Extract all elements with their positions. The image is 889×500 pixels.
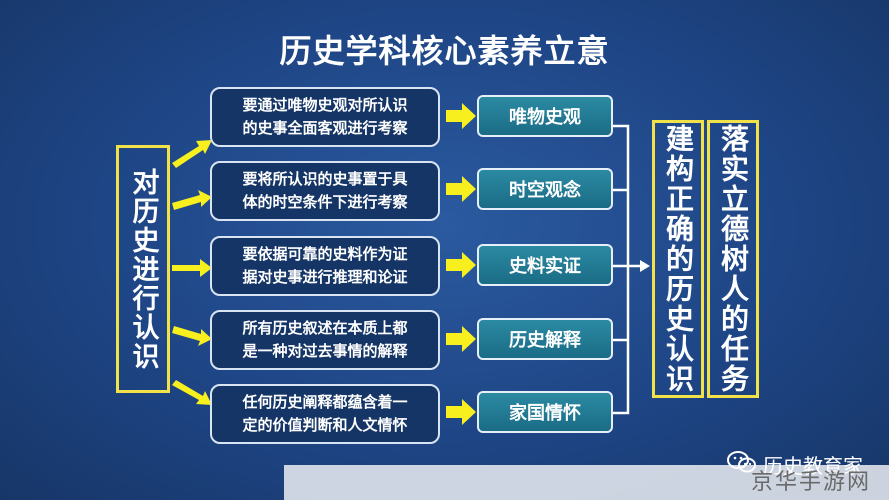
description-box-3: 要依据可靠的史料作为证 据对史事进行推理和论证 (210, 236, 440, 296)
fan-arrow-1 (172, 140, 212, 168)
watermark-site: 京华手游网 (284, 465, 889, 500)
fan-arrow-2 (172, 190, 212, 210)
description-5-line-2: 定的价值判断和人文情怀 (242, 416, 408, 434)
description-3-line-1: 要依据可靠的史料作为证 (242, 245, 408, 263)
diagram-title: 历史学科核心素养立意 (279, 32, 610, 70)
concept-box-1: 唯物史观 (477, 95, 613, 137)
description-2-line-2: 体的时空条件下进行考察 (242, 193, 408, 211)
description-1-line-1: 要通过唯物史观对所认识 (242, 96, 408, 114)
description-box-2: 要将所认识的史事置于具 体的时空条件下进行考察 (210, 161, 440, 221)
description-box-5: 任何历史阐释都蕴含着一 定的价值判断和人文情怀 (210, 384, 440, 444)
fan-arrow-4 (172, 326, 212, 346)
description-4-line-2: 是一种对过去事情的解释 (242, 342, 408, 360)
concept-box-2: 时空观念 (477, 168, 613, 210)
right-label-1: 建构正确的历史认识 (662, 124, 695, 394)
concept-arrow-3 (446, 252, 476, 278)
fan-arrow-3 (172, 259, 212, 277)
right-label-box-1: 建构正确的历史认识 (652, 120, 704, 398)
bracket-arrowhead (640, 260, 650, 272)
right-label-box-2: 落实立德树人的任务 (707, 120, 759, 398)
concept-arrows (446, 103, 476, 425)
bracket-line-top (613, 124, 630, 415)
left-label-box: 对历史进行认识 (116, 145, 170, 393)
concept-box-5: 家国情怀 (477, 391, 613, 433)
fan-arrows (172, 140, 212, 405)
concept-box-3: 史料实证 (477, 244, 613, 286)
right-label-2: 落实立德树人的任务 (717, 124, 750, 394)
concept-arrow-2 (446, 176, 476, 202)
description-5-line-1: 任何历史阐释都蕴含着一 (242, 393, 408, 411)
description-4-line-1: 所有历史叙述在本质上都 (242, 319, 408, 337)
concept-arrow-4 (446, 326, 476, 352)
description-2-line-1: 要将所认识的史事置于具 (242, 170, 408, 188)
description-3-line-2: 据对史事进行推理和论证 (242, 268, 408, 286)
concept-arrow-1 (446, 103, 476, 129)
fan-arrow-5 (172, 380, 212, 405)
concept-arrow-5 (446, 399, 476, 425)
left-label: 对历史进行认识 (127, 167, 159, 371)
description-box-1: 要通过唯物史观对所认识 的史事全面客观进行考察 (210, 87, 440, 147)
description-box-4: 所有历史叙述在本质上都 是一种对过去事情的解释 (210, 310, 440, 370)
concept-box-4: 历史解释 (477, 318, 613, 360)
description-1-line-2: 的史事全面客观进行考察 (242, 119, 408, 137)
